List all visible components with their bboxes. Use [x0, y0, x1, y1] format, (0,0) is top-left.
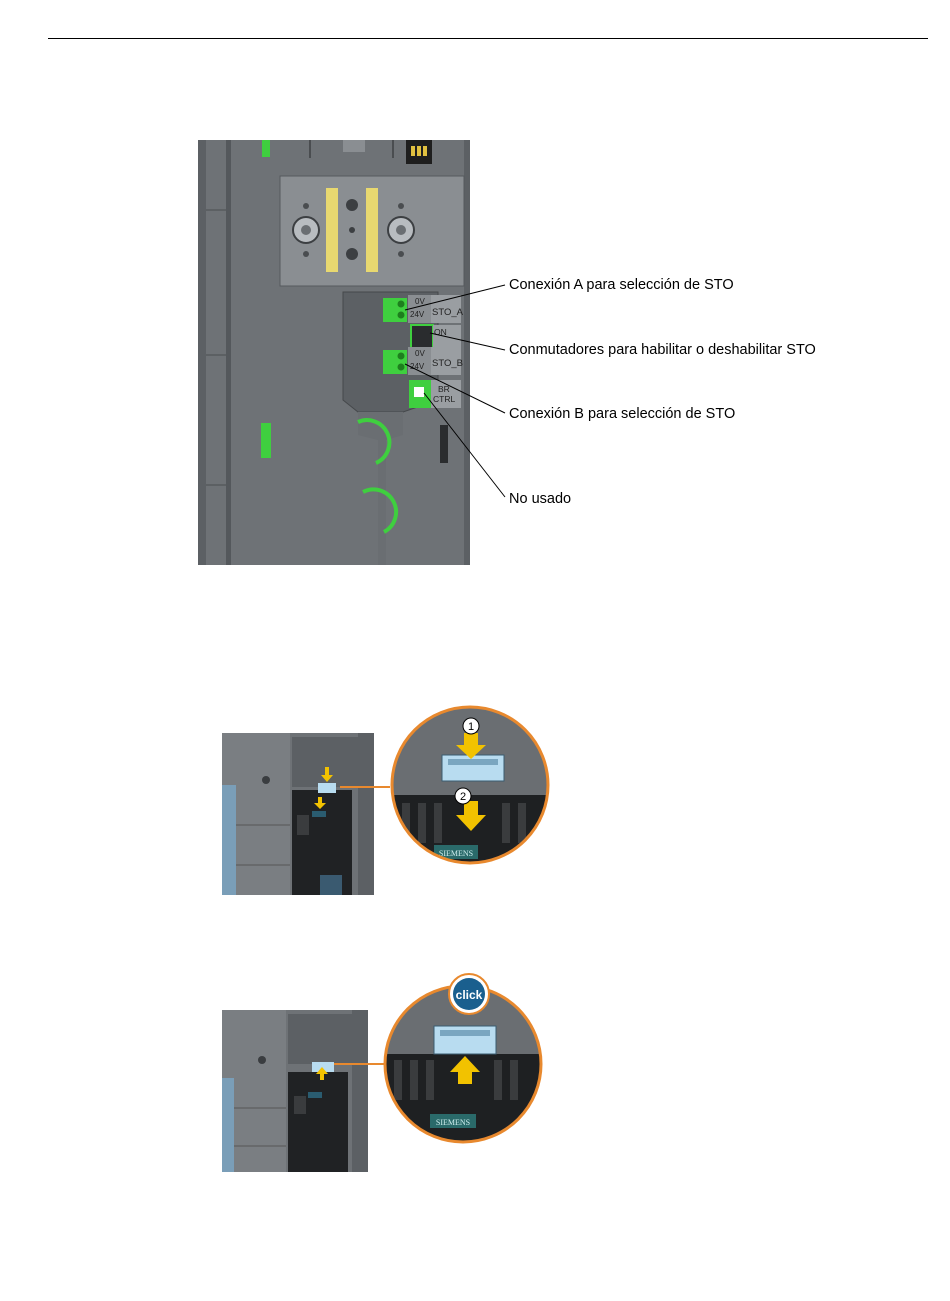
callout-sto-switch: Conmutadores para habilitar o deshabilit… [509, 343, 816, 358]
siemens-label: SIEMENS [439, 849, 473, 858]
click-label: click [456, 988, 483, 1002]
connector-click-figure: SIEMENS click [222, 968, 544, 1174]
callout-not-used: No usado [509, 492, 571, 507]
connector-click-illustration: SIEMENS click [222, 968, 544, 1174]
plug-icon [442, 755, 504, 781]
connector-insert-figure: SIEMENS 1 2 [222, 705, 552, 897]
callout-sto-b: Conexión B para selección de STO [509, 407, 735, 422]
connector-insert-illustration: SIEMENS 1 2 [222, 705, 552, 897]
step-2-marker: 2 [460, 791, 466, 803]
siemens-label: SIEMENS [436, 1118, 470, 1127]
callout-sto-a: Conexión A para selección de STO [509, 278, 734, 293]
step-1-marker: 1 [468, 721, 474, 733]
